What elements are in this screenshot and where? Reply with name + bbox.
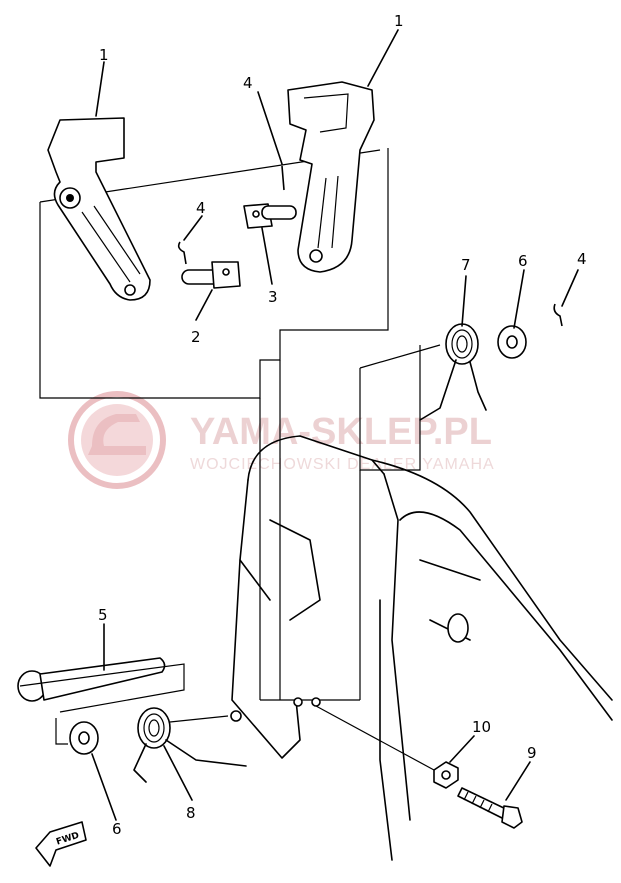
callout-4-mid: 4: [196, 199, 206, 217]
pivot-pin-5: [17, 657, 185, 713]
bracket-right: [287, 81, 375, 273]
washer-6-upper: [497, 325, 527, 359]
spring-7: [419, 323, 487, 421]
callouts: 1 1 2 3 4 4 4 5 6 6 7 8 9 10: [98, 12, 587, 838]
callout-6-lower: 6: [112, 820, 122, 838]
fwd-arrow-icon: FWD: [35, 821, 87, 867]
callout-6-upper: 6: [518, 252, 528, 270]
bracket-left: [47, 117, 151, 301]
callout-2: 2: [191, 328, 201, 346]
pin-3: [243, 203, 297, 229]
callout-5: 5: [98, 606, 108, 624]
frame-body: [230, 435, 613, 861]
bolt-9: [457, 787, 523, 829]
callout-1-right: 1: [394, 12, 404, 30]
watermark-title: YAMA-SKLEP.PL: [190, 411, 492, 453]
washer-6-lower: [55, 718, 99, 755]
callout-7: 7: [461, 256, 471, 274]
callout-4-top: 4: [243, 74, 253, 92]
callout-9: 9: [527, 744, 537, 762]
spring-8: [133, 707, 247, 783]
callout-10: 10: [472, 718, 491, 736]
callout-8: 8: [186, 804, 196, 822]
watermark-subtitle: WOJCIECHOWSKI DEALER YAMAHA: [190, 456, 495, 473]
pin-2: [181, 261, 241, 289]
callout-1-left: 1: [99, 46, 109, 64]
callout-4-right: 4: [577, 250, 587, 268]
watermark: YAMA-SKLEP.PL WOJCIECHOWSKI DEALER YAMAH…: [68, 391, 495, 489]
cotter-pins: [177, 165, 563, 327]
watermark-logo-icon: [68, 391, 166, 489]
leader-lines: [91, 29, 579, 821]
callout-3: 3: [268, 288, 278, 306]
nut-10: [433, 761, 459, 789]
